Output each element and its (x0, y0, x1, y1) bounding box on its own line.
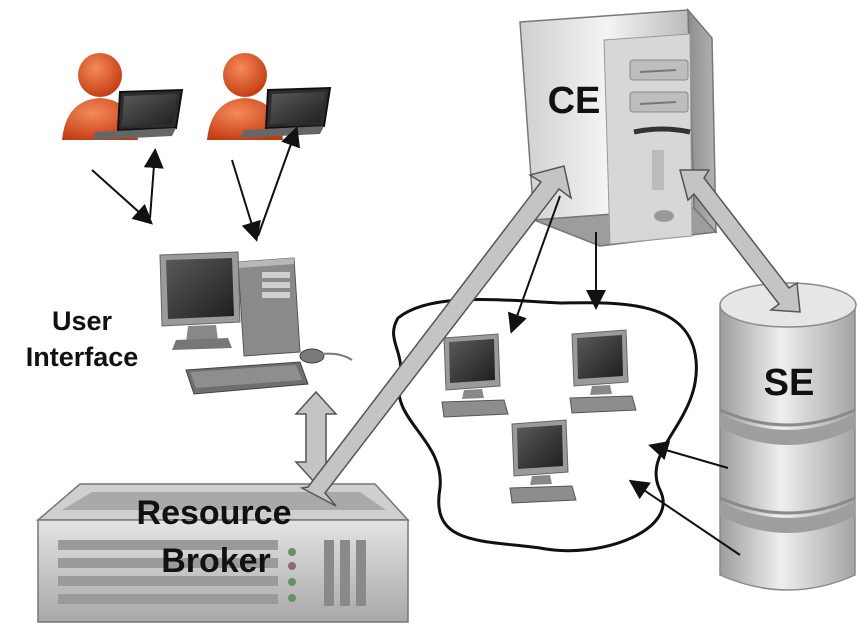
user-interface-label-line1: User (52, 306, 113, 336)
monitor-icon (569, 329, 637, 414)
resource-broker-label-line1: Resource (137, 494, 292, 532)
user-ui-arrows (91, 126, 301, 242)
monitor-icon (441, 333, 509, 418)
user-2 (207, 53, 332, 140)
job-dispatch-arrows (507, 195, 741, 556)
worker-cloud-outline (392, 297, 698, 553)
se-label: SE (764, 362, 815, 404)
storage-cylinder-icon (719, 282, 857, 591)
desktop-computer-icon (159, 251, 353, 395)
monitor-icon (509, 419, 577, 504)
ce-label: CE (548, 80, 601, 122)
ce-se-double-arrow (679, 169, 801, 313)
broker-ce-double-arrow (299, 165, 573, 507)
user-interface-label-line2: Interface (26, 342, 139, 372)
user-1 (62, 53, 184, 140)
rack-server-icon (35, 483, 410, 623)
server-tower-icon (519, 7, 718, 247)
resource-broker-label-line2: Broker (161, 542, 271, 580)
laptop-icon (92, 88, 184, 140)
